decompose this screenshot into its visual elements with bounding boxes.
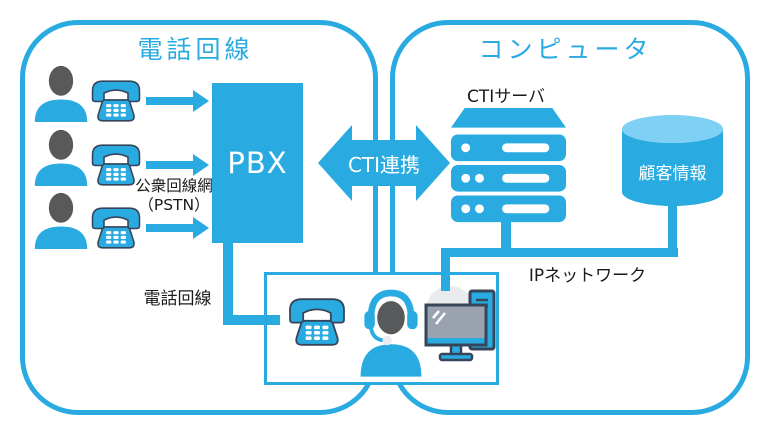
caller-row xyxy=(0,191,230,251)
caller-person-icon xyxy=(34,65,88,122)
telephone-icon xyxy=(289,298,345,346)
phone-line-label: 電話回線 xyxy=(143,289,212,309)
caller-person-icon xyxy=(34,129,88,186)
customer-db-label: 顧客情報 xyxy=(638,164,707,184)
ip-network-drop-to-operator xyxy=(441,248,450,291)
computer-zone xyxy=(390,20,750,415)
arrow-right-icon xyxy=(146,97,193,105)
desktop-computer-icon xyxy=(424,286,496,362)
ip-network-label: IPネットワーク xyxy=(528,266,647,286)
pstn-label-line1: 公衆回線網 xyxy=(135,177,213,195)
cti-server-label: CTIサーバ xyxy=(466,87,546,107)
caller-row xyxy=(0,128,230,188)
caller-row xyxy=(0,64,230,124)
computer-zone-title: コンピュータ xyxy=(478,35,653,64)
ip-network-line xyxy=(441,248,678,257)
pstn-label: 公衆回線網 （PSTN） xyxy=(118,177,230,215)
telephone-line-zone xyxy=(20,20,378,415)
pstn-label-line2: （PSTN） xyxy=(138,196,210,214)
telephone-icon xyxy=(91,144,141,186)
cti-link-label: CTI連携 xyxy=(347,152,421,177)
arrow-right-head-icon xyxy=(193,154,209,176)
phone-line-connector-horizontal xyxy=(223,315,280,325)
arrow-right-icon xyxy=(146,224,193,232)
pbx-label: PBX xyxy=(227,146,288,180)
arrow-right-head-icon xyxy=(193,90,209,112)
database-cylinder-icon xyxy=(622,115,723,206)
arrow-right-icon xyxy=(146,161,193,169)
database-connector-stub xyxy=(668,204,677,257)
caller-person-icon xyxy=(34,192,88,249)
operator-headset-icon xyxy=(360,289,422,377)
telephone-zone-title: 電話回線 xyxy=(137,35,254,64)
phone-line-connector-vertical xyxy=(223,242,233,325)
arrow-right-head-icon xyxy=(193,217,209,239)
telephone-icon xyxy=(91,207,141,249)
server-icon xyxy=(450,107,567,223)
telephone-icon xyxy=(91,80,141,122)
server-connector-stub xyxy=(501,222,511,257)
operator-desk-box xyxy=(264,272,499,385)
pbx-box: PBX xyxy=(212,83,303,243)
